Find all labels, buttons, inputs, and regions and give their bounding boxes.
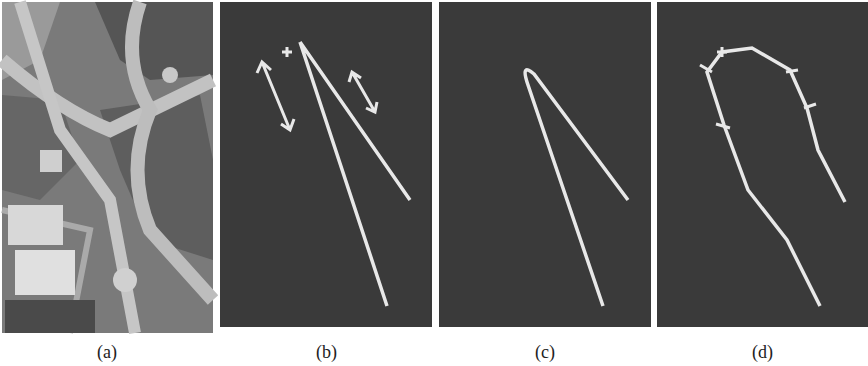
panel-label: (b): [316, 342, 337, 363]
panel-label: (d): [752, 342, 773, 363]
final-snake-panel: [657, 2, 868, 327]
aerial-photo: [2, 2, 213, 333]
panel-label: (a): [97, 342, 117, 363]
panel-label: (c): [535, 342, 555, 363]
initial-snake-panel: [220, 2, 432, 327]
deformed-snake-panel: [439, 2, 651, 327]
